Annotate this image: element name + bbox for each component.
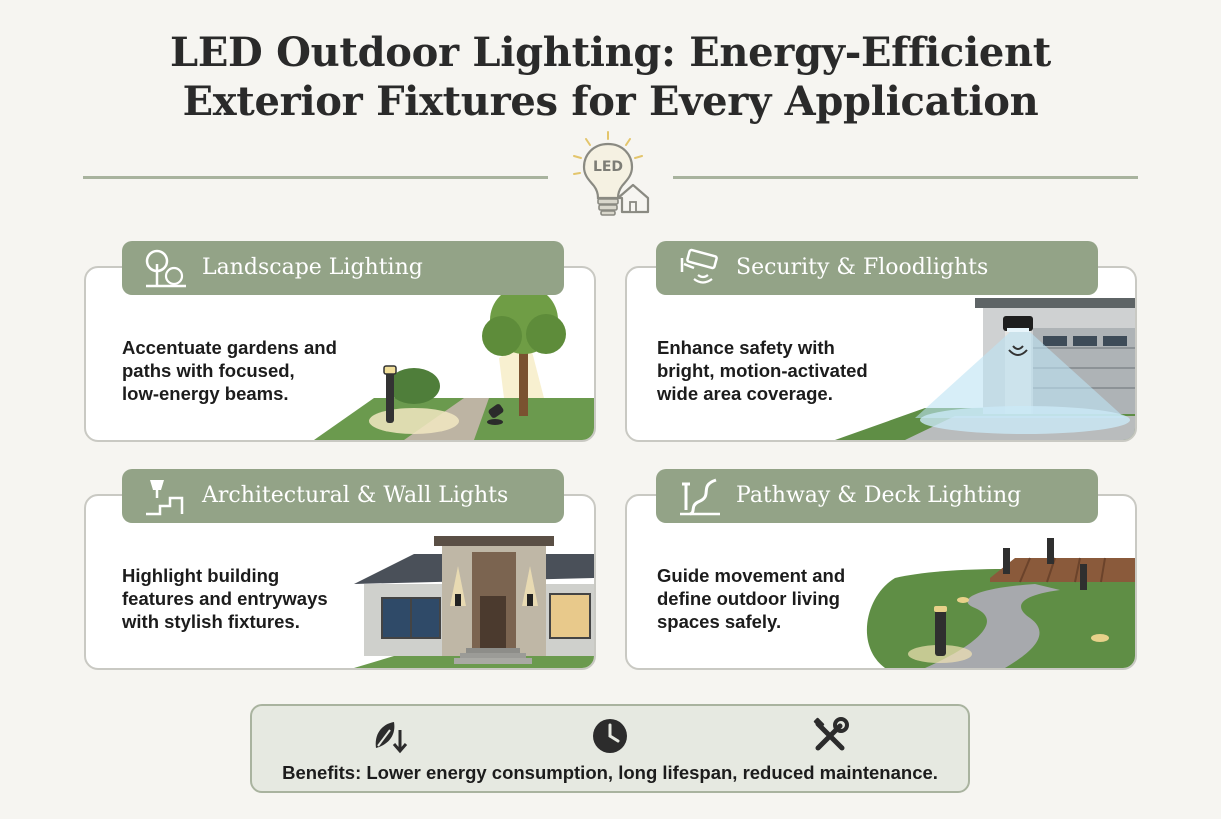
- card-pathway-deck-lighting: Guide movement and define outdoor living…: [625, 494, 1137, 670]
- benefits-text: Benefits: Lower energy consumption, long…: [282, 762, 938, 783]
- leaf-down-icon: [375, 722, 408, 754]
- banner-title: Landscape Lighting: [202, 255, 423, 280]
- page-title-line-1: LED Outdoor Lighting: Energy-Efficient: [170, 29, 1051, 76]
- card-description: Highlight building features and entryway…: [122, 565, 328, 632]
- security-camera-icon: [680, 248, 718, 284]
- divider-left: [83, 176, 548, 179]
- benefits-panel: Benefits: Lower energy consumption, long…: [250, 704, 970, 793]
- landscape-scene-illustration: [314, 286, 594, 440]
- banner-security-floodlights: Security & Floodlights: [656, 241, 1098, 295]
- page-title: LED Outdoor Lighting: Energy-Efficient E…: [0, 28, 1221, 126]
- pathway-icon: [680, 478, 720, 516]
- banner-title: Pathway & Deck Lighting: [736, 483, 1022, 508]
- tree-icon: [145, 249, 186, 288]
- banner-architectural-wall-lights: Architectural & Wall Lights: [122, 469, 564, 523]
- card-description: Guide movement and define outdoor living…: [657, 565, 846, 632]
- card-description: Accentuate gardens and paths with focuse…: [122, 337, 337, 404]
- card-architectural-wall-lights: Highlight building features and entryway…: [84, 494, 596, 670]
- card-landscape-lighting: Accentuate gardens and paths with focuse…: [84, 266, 596, 442]
- banner-pathway-deck-lighting: Pathway & Deck Lighting: [656, 469, 1098, 523]
- page-title-line-2: Exterior Fixtures for Every Application: [182, 78, 1039, 125]
- clock-icon: [593, 719, 627, 753]
- divider-right: [673, 176, 1138, 179]
- security-scene-illustration: [835, 298, 1135, 440]
- banner-title: Security & Floodlights: [736, 255, 989, 280]
- card-description: Enhance safety with bright, motion-activ…: [657, 337, 868, 404]
- wall-light-icon: [146, 480, 184, 516]
- house-scene-illustration: [354, 536, 594, 668]
- pathway-scene-illustration: [866, 538, 1135, 668]
- led-badge-text: LED: [593, 159, 623, 175]
- led-bulb-icon: LED: [573, 131, 650, 216]
- banner-title: Architectural & Wall Lights: [202, 483, 509, 508]
- card-security-floodlights: Enhance safety with bright, motion-activ…: [625, 266, 1137, 442]
- tools-icon: [813, 717, 849, 751]
- banner-landscape-lighting: Landscape Lighting: [122, 241, 564, 295]
